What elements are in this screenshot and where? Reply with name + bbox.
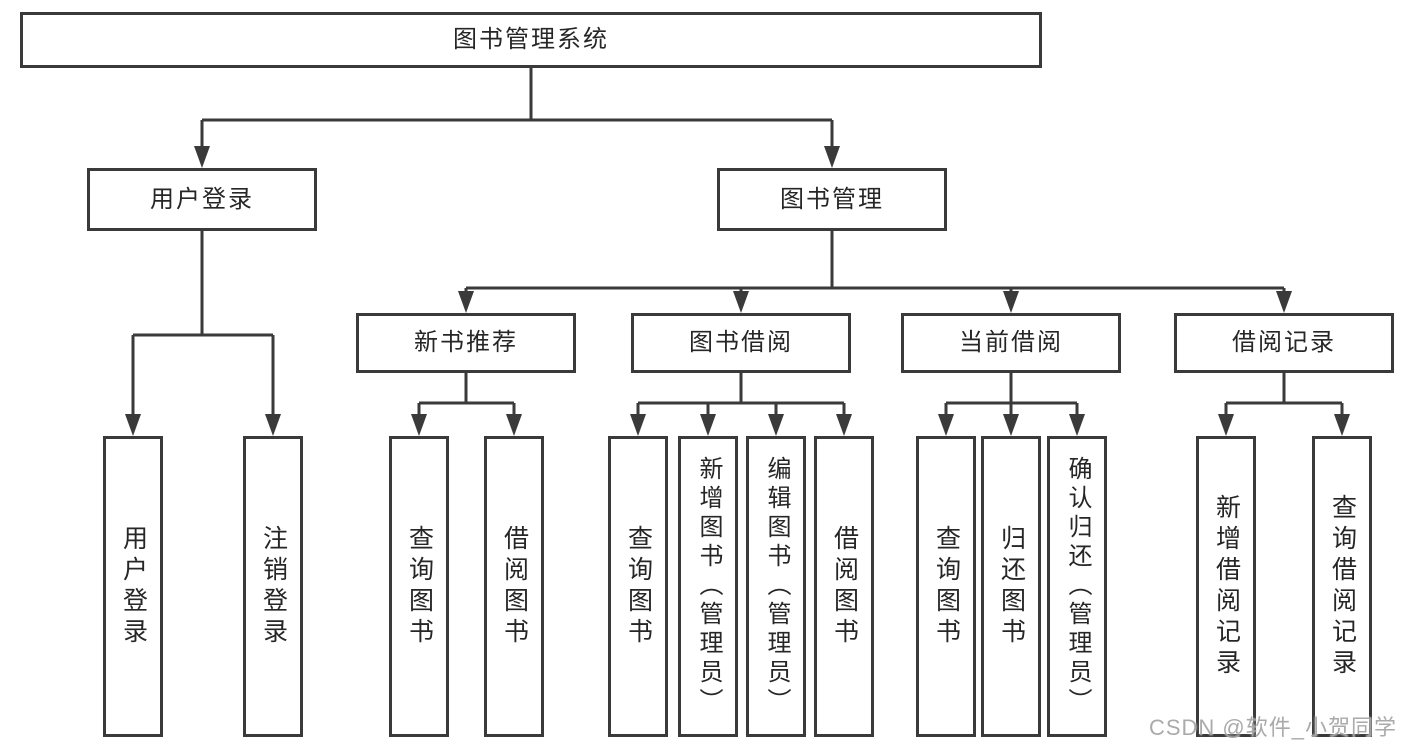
node-book-borrowing-label: 图书借阅 [689, 329, 793, 356]
arrowhead-icons [125, 146, 1350, 436]
leaf-current-return-books: 归还图书 [981, 436, 1041, 737]
leaf-borrowing-borrow-books: 借阅图书 [814, 436, 874, 737]
arrow-down-icon [1069, 414, 1085, 436]
leaf-borrowing-add-books-admin-label: 新增图书（管理员） [695, 456, 722, 717]
leaf-user-login-label: 用户登录 [119, 524, 148, 649]
leaf-records-query-record: 查询借阅记录 [1312, 436, 1372, 737]
arrow-down-icon [733, 291, 749, 313]
node-book-management-branch-label: 图书管理 [780, 185, 884, 213]
arrow-down-icon [1003, 414, 1019, 436]
leaf-borrowing-query-books: 查询图书 [608, 436, 668, 737]
arrow-down-icon [700, 414, 716, 436]
node-current-borrowing-label: 当前借阅 [959, 329, 1063, 356]
node-root-system-label: 图书管理系统 [453, 26, 609, 53]
arrow-down-icon [824, 146, 840, 168]
leaf-newbook-borrow-books: 借阅图书 [484, 436, 544, 737]
leaf-current-query-books-label: 查询图书 [932, 524, 961, 649]
arrow-down-icon [125, 414, 141, 436]
arrow-down-icon [194, 146, 210, 168]
arrow-down-icon [411, 414, 427, 436]
node-user-login-branch: 用户登录 [87, 168, 317, 231]
leaf-borrowing-add-books-admin: 新增图书（管理员） [678, 436, 738, 737]
leaf-borrowing-edit-books-admin: 编辑图书（管理员） [746, 436, 806, 737]
leaf-records-add-record-label: 新增借阅记录 [1212, 493, 1241, 680]
arrow-down-icon [265, 414, 281, 436]
leaf-logout-label: 注销登录 [259, 524, 288, 649]
watermark: CSDN @软件_小贺同学 [1148, 715, 1397, 740]
node-borrowing-records-label: 借阅记录 [1232, 329, 1336, 356]
node-root-system: 图书管理系统 [20, 12, 1042, 68]
leaf-current-confirm-return-admin: 确认归还（管理员） [1047, 436, 1107, 737]
leaf-records-query-record-label: 查询借阅记录 [1328, 493, 1357, 680]
leaf-records-add-record: 新增借阅记录 [1196, 436, 1256, 737]
arrow-down-icon [458, 291, 474, 313]
leaf-current-return-books-label: 归还图书 [997, 524, 1026, 649]
node-current-borrowing: 当前借阅 [901, 313, 1121, 373]
arrow-down-icon [938, 414, 954, 436]
leaf-borrowing-query-books-label: 查询图书 [624, 524, 653, 649]
arrow-down-icon [1334, 414, 1350, 436]
arrow-down-icon [1003, 291, 1019, 313]
node-borrowing-records: 借阅记录 [1174, 313, 1394, 373]
leaf-user-login: 用户登录 [103, 436, 163, 737]
leaf-newbook-query-books: 查询图书 [389, 436, 449, 737]
arrow-down-icon [836, 414, 852, 436]
node-user-login-branch-label: 用户登录 [150, 185, 254, 213]
leaf-logout: 注销登录 [243, 436, 303, 737]
leaf-borrowing-edit-books-admin-label: 编辑图书（管理员） [763, 456, 790, 717]
node-new-book-recommend-label: 新书推荐 [414, 329, 518, 356]
node-new-book-recommend: 新书推荐 [356, 313, 576, 373]
arrow-down-icon [506, 414, 522, 436]
leaf-newbook-borrow-books-label: 借阅图书 [500, 524, 529, 649]
leaf-borrowing-borrow-books-label: 借阅图书 [830, 524, 859, 649]
leaf-newbook-query-books-label: 查询图书 [405, 524, 434, 649]
leaf-current-confirm-return-admin-label: 确认归还（管理员） [1064, 456, 1091, 717]
arrow-down-icon [1218, 414, 1234, 436]
node-book-management-branch: 图书管理 [717, 168, 947, 231]
node-book-borrowing: 图书借阅 [631, 313, 851, 373]
arrow-down-icon [630, 414, 646, 436]
arrow-down-icon [1276, 291, 1292, 313]
arrow-down-icon [768, 414, 784, 436]
leaf-current-query-books: 查询图书 [916, 436, 976, 737]
